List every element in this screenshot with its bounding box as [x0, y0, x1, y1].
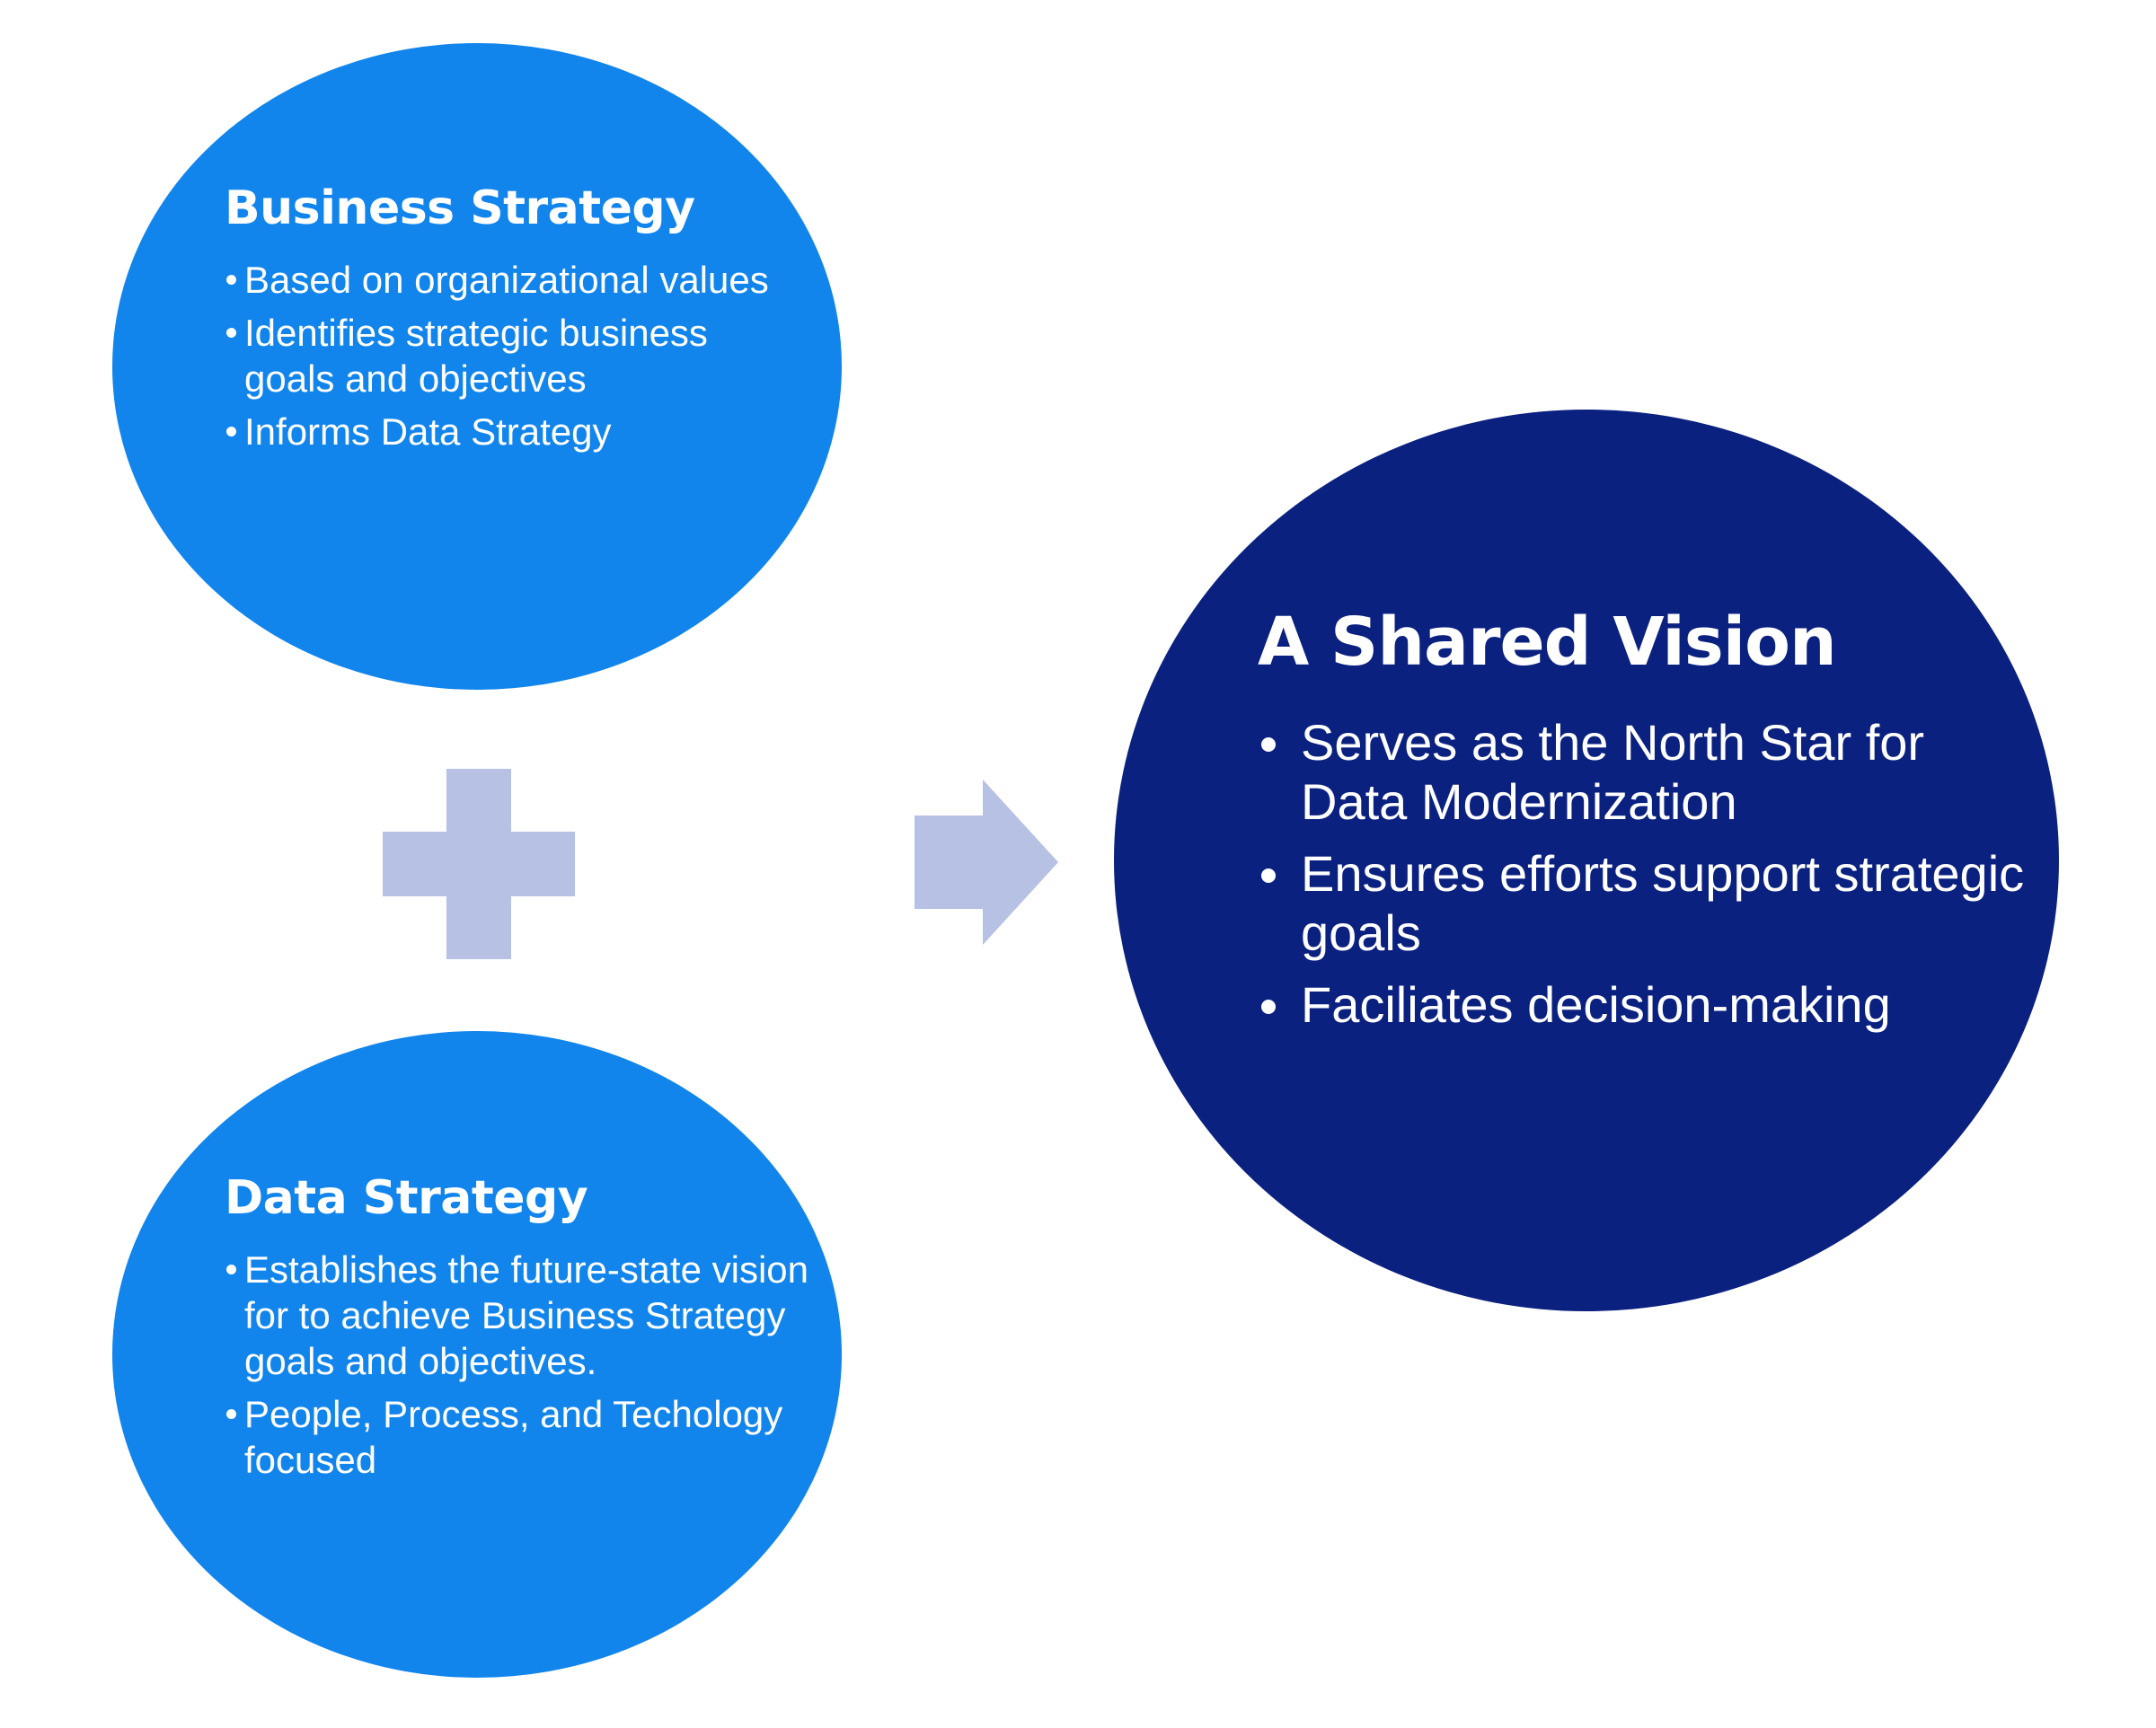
data-strategy-content: Data Strategy Establishes the future-sta…: [225, 1175, 808, 1490]
business-strategy-circle: Business Strategy Based on organizationa…: [112, 43, 842, 690]
data-strategy-bullets: Establishes the future-state vision for …: [225, 1247, 808, 1483]
business-strategy-bullets: Based on organizational values Identifie…: [225, 257, 800, 454]
shared-vision-bullet: Faciliates decision-making: [1258, 975, 2030, 1035]
plus-icon-crossbar: [383, 832, 575, 896]
business-strategy-bullet: Identifies strategic business goals and …: [225, 310, 800, 401]
shared-vision-circle: A Shared Vision Serves as the North Star…: [1114, 410, 2059, 1311]
business-strategy-content: Business Strategy Based on organizationa…: [225, 185, 800, 462]
business-strategy-title: Business Strategy: [225, 181, 695, 235]
business-strategy-bullet: Informs Data Strategy: [225, 409, 800, 454]
shared-vision-content: A Shared Vision Serves as the North Star…: [1258, 609, 2030, 1047]
shared-vision-bullets: Serves as the North Star for Data Modern…: [1258, 713, 2030, 1035]
arrow-right-icon: [915, 780, 1058, 945]
data-strategy-circle: Data Strategy Establishes the future-sta…: [112, 1031, 842, 1678]
business-strategy-bullet: Based on organizational values: [225, 257, 800, 303]
shared-vision-bullet: Serves as the North Star for Data Modern…: [1258, 713, 2030, 832]
shared-vision-title: A Shared Vision: [1258, 604, 1837, 681]
data-strategy-title: Data Strategy: [225, 1171, 588, 1225]
data-strategy-bullet: People, Process, and Techology focused: [225, 1391, 808, 1483]
data-strategy-bullet: Establishes the future-state vision for …: [225, 1247, 808, 1384]
shared-vision-bullet: Ensures efforts support strategic goals: [1258, 844, 2030, 963]
